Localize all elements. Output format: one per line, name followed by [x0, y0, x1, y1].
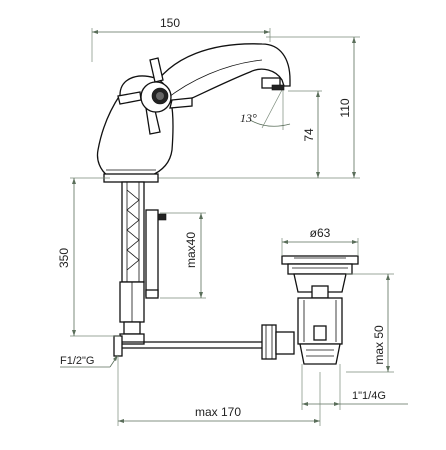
linkage-rod	[113, 324, 295, 360]
dim-label-max40: max40	[184, 232, 198, 268]
dim-label-74: 74	[302, 128, 316, 142]
dim-label-thread-drain: 1"1/4G	[352, 390, 386, 402]
dim-label-angle: 13°	[240, 111, 257, 125]
dim-label-o63: ø63	[310, 226, 331, 240]
dim-label-150: 150	[160, 16, 180, 30]
lift-rod-assembly	[119, 181, 167, 345]
dim-label-max170: max 170	[195, 405, 241, 419]
dim-thread-left: F1/2"G	[60, 354, 119, 368]
pop-up-drain	[281, 255, 359, 365]
dim-label-110: 110	[338, 98, 352, 117]
dim-label-350: 350	[57, 248, 71, 268]
dim-label-thread-left: F1/2"G	[60, 355, 94, 367]
dim-height-350: 350	[57, 177, 120, 337]
cross-handle	[117, 57, 193, 135]
dim-drain-thread: 1"1/4G	[301, 364, 408, 410]
faucet-body	[96, 43, 291, 183]
dim-spout-74: 74	[288, 90, 322, 178]
dim-angle-13: 13°	[240, 87, 291, 130]
dim-drain-max50: max 50	[346, 273, 394, 373]
dim-reach-max170: max 170	[117, 356, 321, 426]
dim-drain-diameter: ø63	[281, 226, 359, 256]
dim-width-150: 150	[91, 16, 271, 62]
dim-rod-max40: max40	[160, 212, 206, 299]
dim-label-max50: max 50	[372, 325, 386, 365]
dim-height-110: 110	[150, 36, 360, 179]
